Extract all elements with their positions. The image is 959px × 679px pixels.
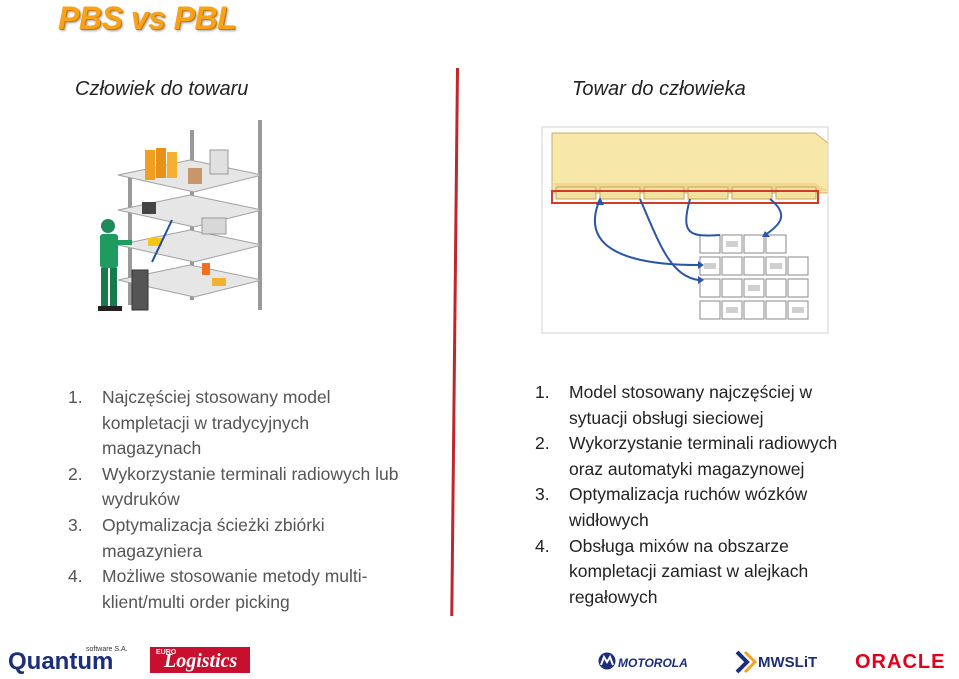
list-item: 3.Optymalizacja ścieżki zbiórki magazyni… [68,514,325,561]
goods-to-person-diagram [541,126,829,334]
list-item: 4.Obsługa mixów na obszarze kompletacji … [535,535,809,607]
motorola-icon [598,652,616,670]
list-item: 2.Wykorzystanie terminali radiowych oraz… [535,433,838,479]
slide-title: PBS vs PBL [58,0,237,36]
list-item: 3.Optymalizacja ruchów wózków widłowych [535,484,808,530]
quantum-logo-subtext: software S.A. [86,646,128,653]
list-item: 1.Model stosowany najczęściej w sytuacji… [535,382,813,428]
logistics-logo-text: Logistics [164,650,238,672]
list-item: 2.Wykorzystanie terminali radiowych lub … [68,463,399,510]
person-to-goods-illustration [98,120,263,311]
quantum-logo: Quantum [8,648,114,675]
list-item: 4.Możliwe stosowanie metody multi-klient… [68,566,368,612]
euro-logo-text: EURO [156,649,177,656]
right-subtitle: Towar do człowieka [572,78,746,100]
list-item: 1.Najczęściej stosowany model kompletacj… [68,387,331,459]
mwslit-icon [735,650,757,674]
oracle-logo: ORACLE [855,651,946,673]
left-subtitle: Człowiek do towaru [75,78,249,100]
euro-logistics-logo [150,647,250,673]
left-list: 1.Najczęściej stosowany model kompletacj… [68,385,413,615]
mwslit-logo: MWSLiT [758,654,818,671]
motorola-logo: MOTOROLA [618,656,688,670]
center-divider [450,68,459,617]
right-list: 1.Model stosowany najczęściej w sytuacji… [535,380,855,610]
